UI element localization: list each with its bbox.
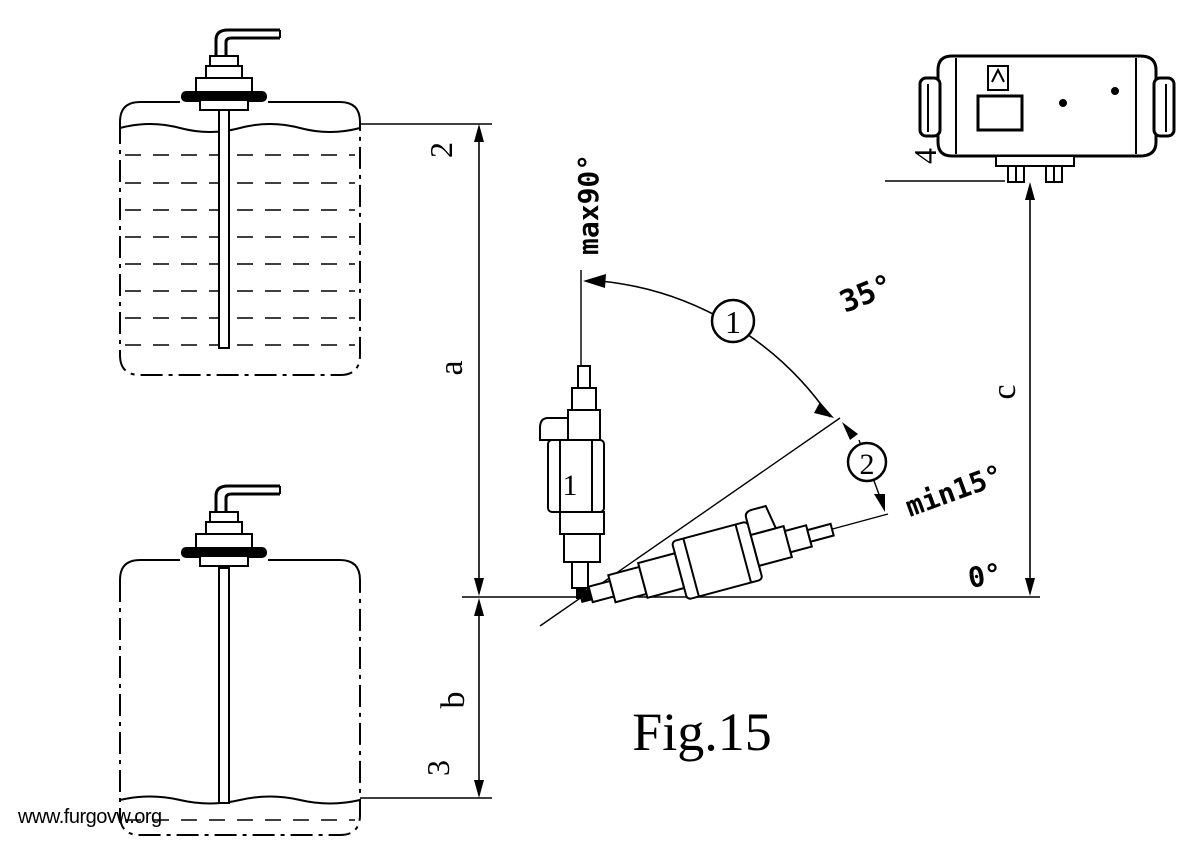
tank-level-ref-2: 2 [423, 142, 459, 158]
heater-ref-4: 4 [907, 148, 943, 164]
fuel-pump-vertical [539, 365, 605, 599]
angle-zero-label: 0° [965, 557, 1004, 595]
angle-35-label: 35° [835, 268, 898, 321]
fuel-tank-lower [119, 559, 361, 836]
fuel-pump-tilted [578, 504, 835, 604]
tank-level-ref-3: 3 [420, 760, 456, 776]
dimension-b-label: b [435, 692, 472, 709]
svg-text:1: 1 [725, 304, 741, 340]
fuel-pickup-upper [181, 28, 281, 349]
pump-label: 1 [563, 469, 578, 502]
zone-marker-2: 2 [846, 441, 888, 483]
dimension-c-label: c [986, 384, 1023, 399]
air-heater-unit [918, 54, 1176, 183]
angle-max-label: max90° [572, 154, 605, 255]
dimension-a-label: a [433, 360, 470, 375]
svg-text:2: 2 [860, 448, 875, 481]
fuel-tank-upper [119, 101, 361, 376]
zone-marker-1: 1 [710, 298, 756, 344]
figure-caption: Fig.15 [632, 702, 772, 762]
angle-arrowheads [583, 274, 885, 512]
fuel-pickup-lower [181, 484, 281, 804]
dimension-lines [360, 123, 1040, 799]
watermark-text: www.furgovw.org [18, 806, 162, 828]
angle-min-label: min15° [901, 458, 1007, 524]
dimension-arrowheads [474, 124, 1035, 798]
